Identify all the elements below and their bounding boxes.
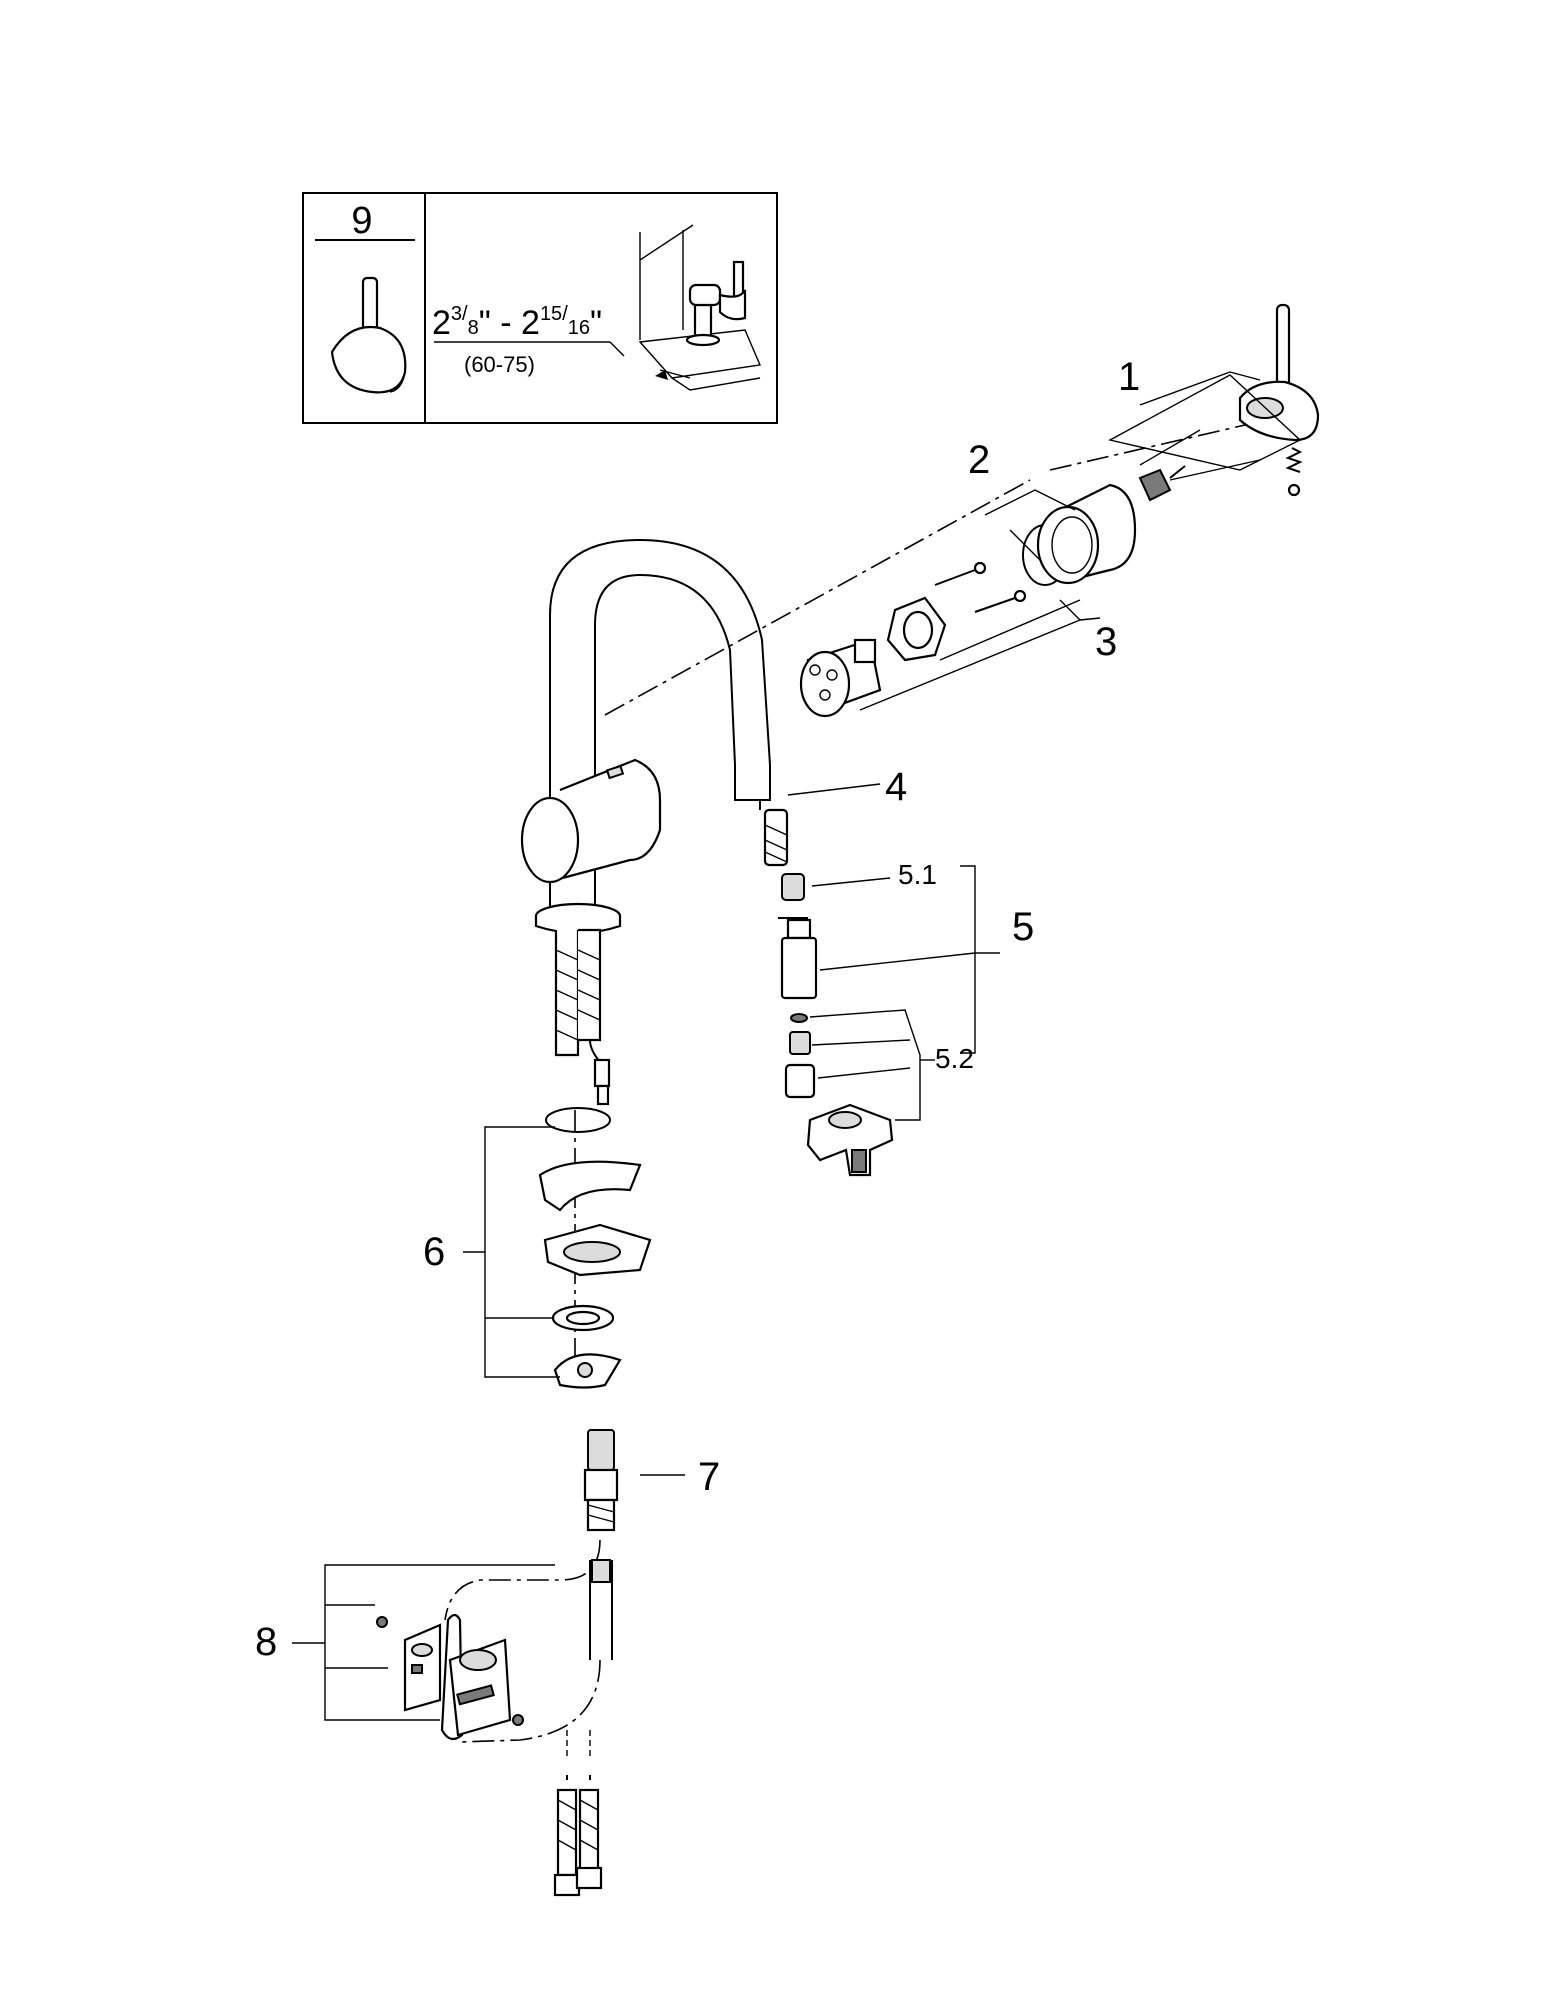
dim-sep: " - 2 bbox=[479, 304, 540, 342]
dim-end: " bbox=[590, 304, 602, 342]
callout-2: 2 bbox=[968, 438, 990, 482]
faucet-body bbox=[520, 538, 789, 1106]
callout-leaders bbox=[292, 783, 1000, 1721]
dim-num2: 15 bbox=[540, 303, 562, 325]
adapter-part bbox=[583, 1429, 619, 1532]
callout-3: 3 bbox=[1095, 620, 1117, 664]
callout-5-2: 5.2 bbox=[935, 1043, 974, 1074]
callout-1: 1 bbox=[1118, 355, 1140, 399]
callout-labels: 1 2 3 4 5 5.1 5.2 6 7 8 bbox=[255, 355, 1140, 1664]
callout-6: 6 bbox=[423, 1230, 445, 1274]
dimension-mm-label: (60-75) bbox=[464, 352, 535, 377]
callout-7: 7 bbox=[698, 1455, 720, 1499]
dim-main: 2 bbox=[432, 304, 451, 342]
hose-weight-assembly bbox=[376, 1539, 613, 1897]
callout-5-1: 5.1 bbox=[898, 859, 937, 890]
callout-4: 4 bbox=[885, 765, 907, 809]
dimension-inch-label: 23/8" - 215/16" bbox=[432, 303, 602, 342]
spray-parts bbox=[778, 873, 894, 1177]
handle-lever-icon bbox=[330, 276, 407, 394]
inset-box: 9 23/8" - 215/16" (60-75) bbox=[302, 192, 778, 424]
callout-8: 8 bbox=[255, 1620, 277, 1664]
mounting-parts bbox=[538, 1107, 652, 1389]
dim-den2: 16 bbox=[568, 317, 590, 339]
callout-5: 5 bbox=[1012, 905, 1034, 949]
dim-num1: 3 bbox=[451, 303, 462, 325]
mounting-sketch-icon bbox=[638, 224, 762, 391]
dim-den1: 8 bbox=[468, 317, 479, 339]
inset-item-number: 9 bbox=[351, 200, 372, 242]
cartridge-assembly bbox=[604, 303, 1320, 718]
